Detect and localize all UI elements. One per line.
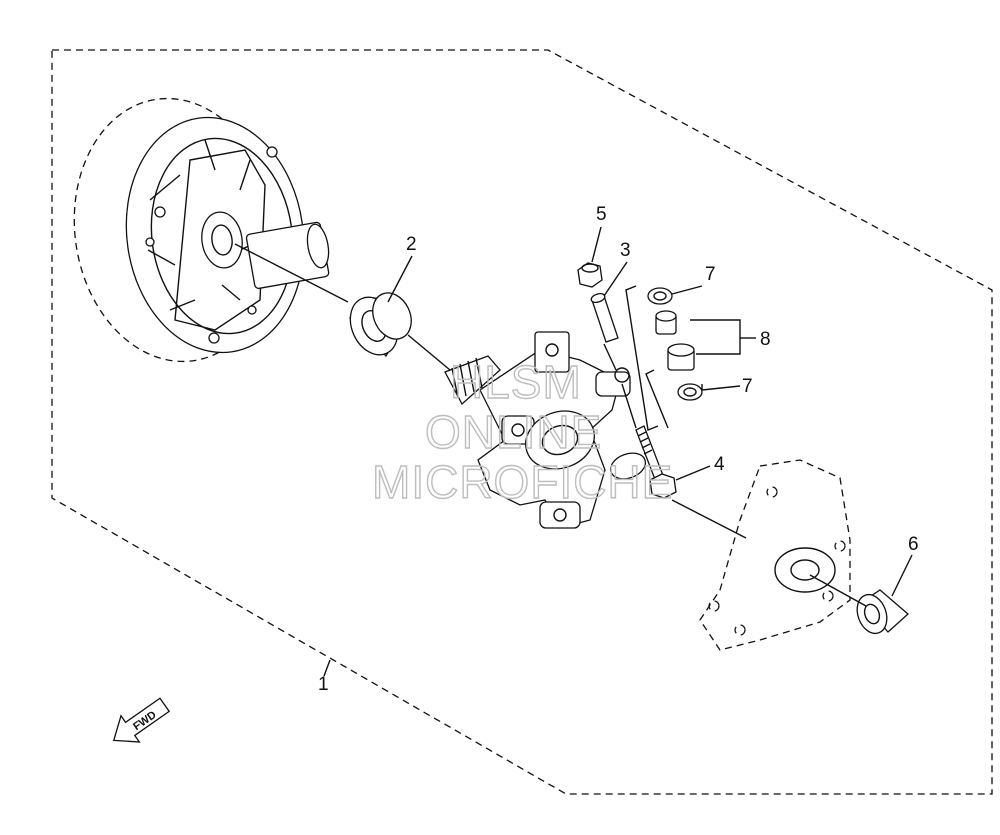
callout-7-lower: 7 [742,376,753,397]
ring-bearing [349,292,412,358]
callout-3: 3 [620,240,631,261]
back-plate [699,459,851,651]
bolt-part [635,425,677,499]
rear-bushing [856,589,909,635]
leader-lines [323,226,913,677]
nut-part [577,262,603,288]
callout-2: 2 [406,234,417,255]
callout-4: 4 [714,454,725,475]
callout-1: 1 [318,674,329,695]
fwd-arrow-icon: FWD [112,697,171,743]
watermark-line-3: MICROFICHE [372,456,673,508]
collar-sleeve [590,292,619,343]
sheave-housing [73,97,330,363]
callout-7-upper: 7 [705,264,716,285]
axis-lines [234,243,867,607]
watermark: HLSM ONLINE MICROFICHE [371,355,673,508]
callout-6: 6 [908,534,919,555]
assembly-boundary [51,49,993,795]
watermark-line-2: ONLINE [425,406,602,458]
washers-bushings [625,285,703,431]
watermark-line-1: HLSM [450,356,582,408]
spider-hub [444,331,647,529]
callout-8: 8 [760,329,771,350]
callout-5: 5 [596,204,607,225]
